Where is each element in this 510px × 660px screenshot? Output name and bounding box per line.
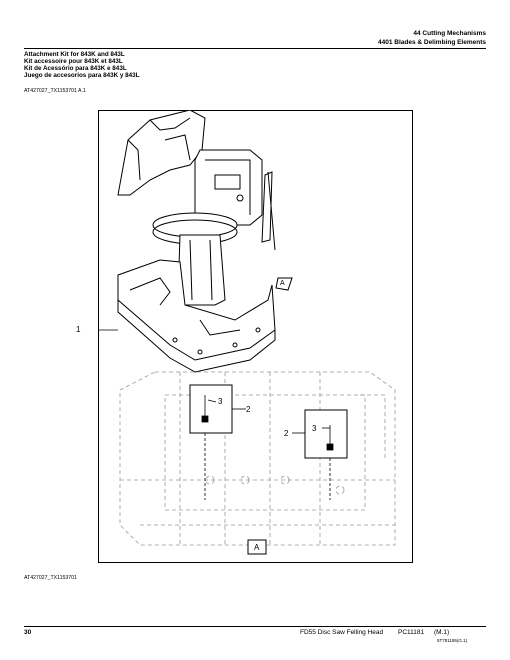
- callout-1: 1: [76, 325, 81, 334]
- doc-revision: (M.1): [434, 629, 450, 636]
- callout-2-right: 2: [284, 429, 289, 438]
- sub-code: 5T781195(G.1): [437, 638, 468, 643]
- doc-code: PC11181: [398, 629, 425, 636]
- kit-title-en: Attachment Kit for 843K and 843L: [24, 51, 125, 58]
- callout-3-left: 3: [218, 397, 223, 406]
- page-number: 30: [24, 629, 32, 636]
- callout-2-left: 2: [246, 405, 251, 414]
- kit-title-fr: Kit accessoire pour 843K et 843L: [24, 58, 123, 65]
- section-title: 44 Cutting Mechanisms: [413, 30, 486, 37]
- header-rule: [24, 48, 486, 49]
- figure-ref-bottom: AT427027_TX1153701: [24, 575, 77, 581]
- felling-head-illustration: [98, 110, 396, 555]
- subsection-title: 4401 Blades & Delimbing Elements: [377, 39, 486, 46]
- kit-title-pt: Kit de Acessório para 843K e 843L: [24, 65, 127, 72]
- doc-title: FD55 Disc Saw Felling Head: [300, 629, 384, 636]
- footer-rule: [24, 626, 486, 627]
- view-a-label: A: [254, 543, 260, 552]
- callout-3-right: 3: [312, 424, 317, 433]
- view-a-marker: A: [280, 280, 285, 287]
- kit-title-es: Juego de accesorios para 843K y 843L: [24, 72, 140, 79]
- figure-ref-top: AT427027_TX1153701 A.1: [24, 88, 86, 94]
- figure-frame: [98, 110, 413, 563]
